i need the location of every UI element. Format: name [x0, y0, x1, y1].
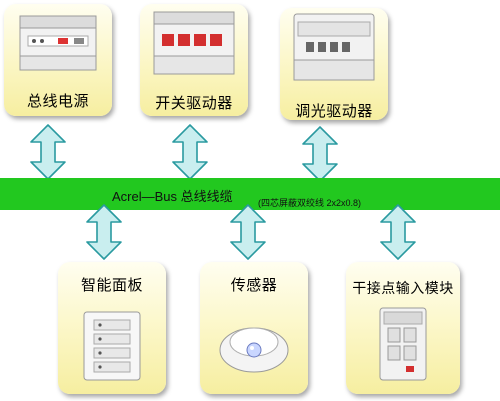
bus-cable-spec: (四芯屏蔽双绞线 2x2x0.8) [258, 198, 362, 208]
node-bus-power: 总线电源 [4, 4, 112, 116]
node-label: 干接点输入模块 [352, 281, 454, 297]
dimming-actuator-connection-arrow [302, 126, 338, 182]
sensor-connection-arrow [230, 204, 266, 260]
node-switch-actuator: 开关驱动器 [140, 4, 248, 116]
switch-actuator-device-image [153, 11, 235, 75]
node-sensor: 传感器 [200, 262, 308, 394]
sensor-device-image [219, 327, 289, 373]
smart-panel-device-image [83, 311, 141, 381]
bus-power-connection-arrow [30, 124, 66, 180]
node-dry-contact-module: 干接点输入模块 [346, 262, 460, 394]
node-label: 智能面板 [80, 276, 143, 294]
node-label: 开关驱动器 [155, 94, 233, 112]
bus-line [0, 178, 500, 210]
smart-panel-connection-arrow [86, 204, 122, 260]
node-label: 传感器 [230, 276, 278, 294]
node-label: 总线电源 [26, 92, 89, 110]
bus-title: Acrel—Bus 总线线缆 [112, 189, 233, 204]
switch-actuator-connection-arrow [172, 124, 208, 180]
node-dimming-actuator: 调光驱动器 [280, 8, 388, 120]
node-smart-panel: 智能面板 [58, 262, 166, 394]
dimming-actuator-device-image [293, 13, 375, 81]
bus-power-device-image [19, 15, 97, 71]
node-label: 调光驱动器 [295, 102, 373, 120]
dry-contact-module-connection-arrow [380, 204, 416, 260]
dry-contact-module-device-image [379, 307, 427, 381]
